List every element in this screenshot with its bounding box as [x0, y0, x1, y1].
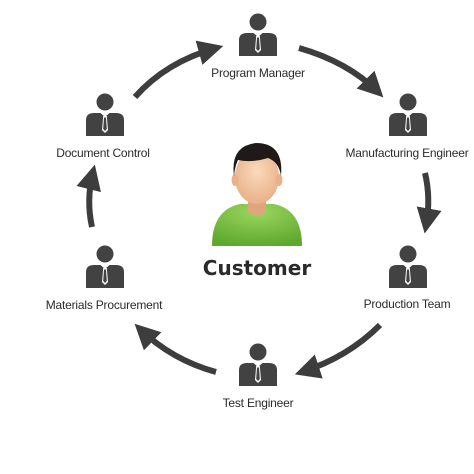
arrow-document-control-to-program-manager — [132, 40, 224, 99]
customer-person-icon — [212, 143, 302, 246]
arrow-production-team-to-test-engineer — [294, 322, 383, 379]
role-label-materials-procurement: Materials Procurement — [45, 298, 163, 312]
arrow-materials-procurement-to-document-control — [76, 164, 101, 228]
businessman-icon — [239, 343, 277, 386]
arrow-program-manager-to-manufacturing-engineer — [298, 45, 384, 98]
arrow-manufacturing-engineer-to-production-team — [416, 172, 442, 234]
businessman-icon — [86, 93, 124, 136]
role-label-document-control: Document Control — [56, 146, 150, 160]
role-label-program-manager: Program Manager — [211, 66, 305, 80]
center-label-customer: Customer — [202, 256, 312, 280]
role-label-manufacturing-engineer: Manufacturing Engineer — [345, 146, 469, 160]
role-label-production-team: Production Team — [363, 297, 451, 311]
businessman-icon — [86, 245, 124, 288]
businessman-icon — [389, 93, 427, 136]
businessman-icon — [389, 245, 427, 288]
cycle-arrows — [76, 40, 442, 379]
arrow-test-engineer-to-materials-procurement — [134, 323, 217, 375]
businessman-icon — [239, 13, 277, 56]
role-label-test-engineer: Test Engineer — [222, 396, 294, 410]
